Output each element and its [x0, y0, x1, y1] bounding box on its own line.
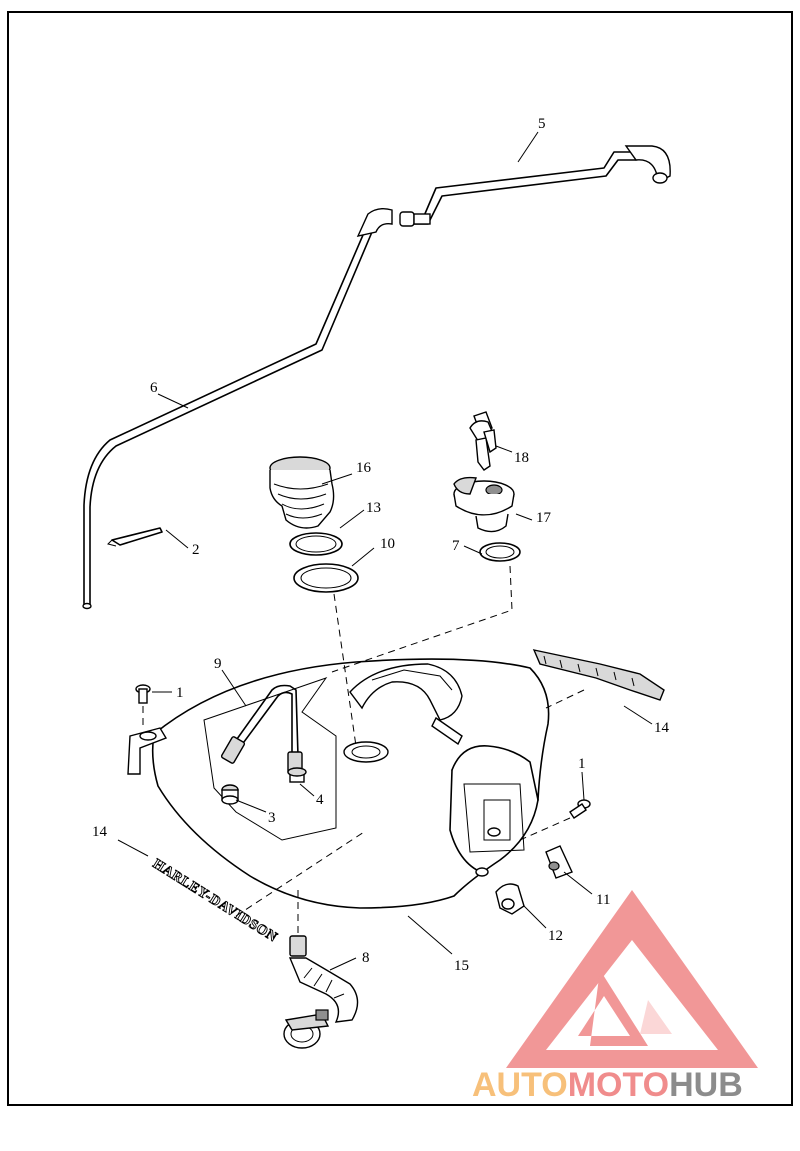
vent-hose-5 — [399, 145, 671, 227]
callout-12: 12 — [548, 928, 563, 944]
fuel-cap-17 — [453, 476, 515, 533]
bumper-12 — [495, 883, 525, 915]
tie-strap-2 — [107, 527, 163, 547]
callout-15: 15 — [454, 958, 469, 974]
diagram-frame — [7, 11, 793, 1106]
key-set-18 — [469, 411, 497, 471]
watermark-triangle-icon — [506, 890, 758, 1068]
callout-14-right: 14 — [654, 720, 670, 736]
emblem-text: HARLEY-DAVIDSON — [150, 857, 280, 946]
emblem-14-left: HARLEY-DAVIDSON — [149, 831, 365, 946]
assembly-lines-upper — [331, 565, 513, 747]
screw-1-right — [519, 799, 591, 841]
callout-5: 5 — [538, 116, 546, 132]
callout-7: 7 — [452, 538, 460, 554]
crossover-line-9 — [220, 684, 303, 775]
callout-17: 17 — [536, 510, 552, 526]
leader-lines — [117, 131, 653, 971]
fuel-line-8 — [283, 890, 359, 1049]
watermark-text: AUTOMOTOHUB — [472, 1066, 743, 1104]
callout-1-right: 1 — [578, 756, 586, 772]
gasket-13 — [289, 532, 343, 556]
screw-1-left — [135, 684, 151, 730]
callout-10: 10 — [380, 536, 395, 552]
bumper-11 — [545, 845, 573, 879]
gasket-10 — [293, 563, 359, 593]
fuel-tank-15 — [127, 658, 550, 909]
callout-6: 6 — [150, 380, 158, 396]
plug-3 — [221, 784, 239, 805]
callout-8: 8 — [362, 950, 370, 966]
callout-9: 9 — [214, 656, 222, 672]
cap-assembly-16 — [269, 456, 335, 529]
callout-labels: 5 6 18 16 13 17 2 10 7 9 1 14 1 4 3 14 1… — [92, 116, 670, 974]
seal-ring-7 — [479, 542, 521, 562]
emblem-14-right — [532, 649, 665, 709]
callout-1-left: 1 — [176, 685, 184, 701]
fitting-4 — [287, 767, 307, 783]
callout-3: 3 — [268, 810, 276, 826]
callout-13: 13 — [366, 500, 381, 516]
callout-16: 16 — [356, 460, 372, 476]
callout-4: 4 — [316, 792, 324, 808]
watermark-logo: AUTOMOTOHUB — [472, 890, 758, 1104]
callout-18: 18 — [514, 450, 529, 466]
callout-2: 2 — [192, 542, 200, 558]
callout-11: 11 — [596, 892, 610, 908]
callout-14-left: 14 — [92, 824, 108, 840]
vent-hose-6 — [82, 207, 393, 610]
